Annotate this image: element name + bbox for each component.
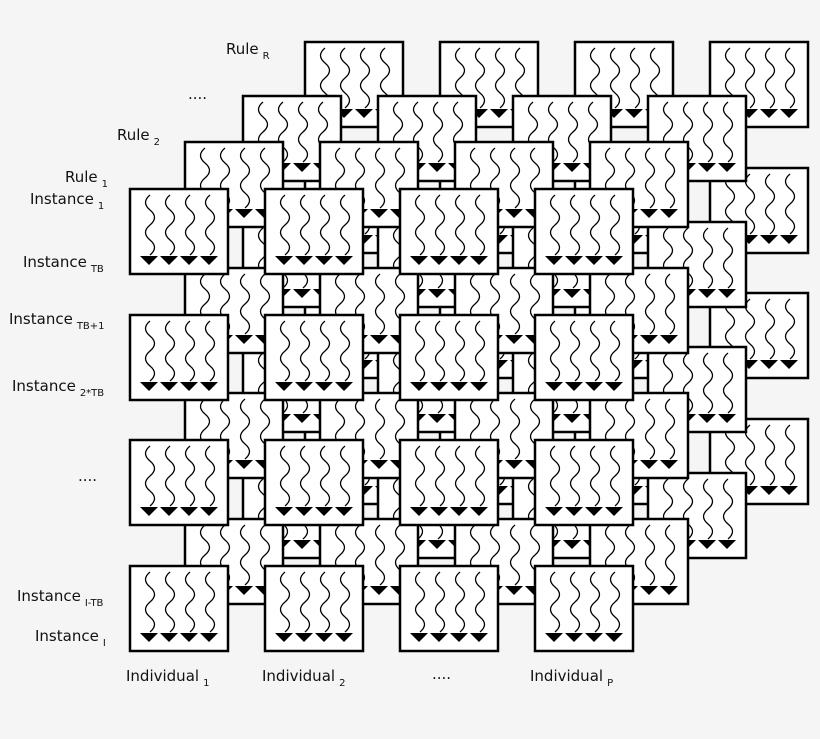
thread-block	[533, 313, 635, 402]
thread-block	[263, 438, 365, 527]
thread-block	[533, 438, 635, 527]
thread-block	[398, 187, 500, 276]
thread-block	[533, 187, 635, 276]
thread-block	[263, 313, 365, 402]
thread-block	[128, 187, 230, 276]
thread-block	[398, 438, 500, 527]
thread-block	[263, 564, 365, 653]
thread-block	[398, 313, 500, 402]
layer-label-ellipsis: ....	[188, 85, 207, 103]
thread-block	[398, 564, 500, 653]
thread-block	[533, 564, 635, 653]
thread-block	[263, 187, 365, 276]
thread-block	[128, 564, 230, 653]
column-label-ellipsis: ....	[432, 665, 451, 683]
row-label-ellipsis: ....	[78, 467, 97, 485]
thread-block-grid	[128, 40, 810, 653]
thread-block	[128, 313, 230, 402]
thread-block	[128, 438, 230, 527]
